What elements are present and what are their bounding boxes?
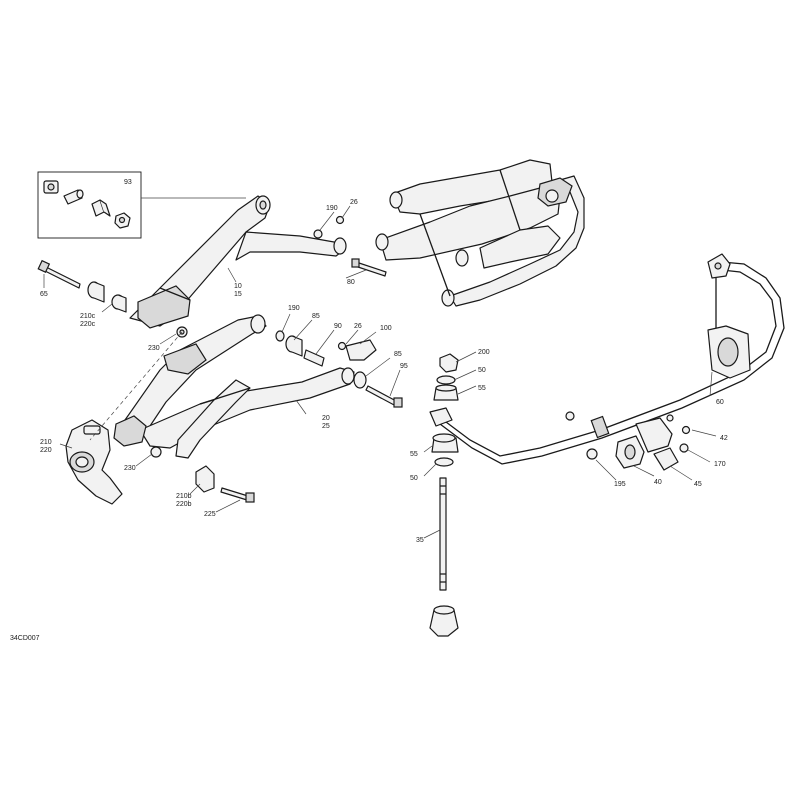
bolt-170-icon[interactable] (679, 443, 689, 453)
callout-210b: 210b (176, 493, 192, 500)
link-rod-35-icon[interactable] (439, 477, 447, 591)
bushing-220c-icon[interactable] (111, 294, 127, 313)
callout-95: 95 (400, 363, 408, 370)
callout-210c: 210c (80, 313, 96, 320)
callout-93: 93 (124, 179, 132, 186)
callout-225: 225 (204, 511, 216, 518)
callout-170: 170 (714, 461, 726, 468)
sleeve-90-icon[interactable] (303, 349, 325, 367)
bushing-icon[interactable] (63, 189, 84, 205)
callout-35: 35 (416, 537, 424, 544)
callout-55a: 55 (478, 385, 486, 392)
washer-190b-icon[interactable] (275, 330, 285, 342)
lower-a-arm[interactable] (113, 314, 355, 459)
callout-26a: 26 (350, 199, 358, 206)
nut-230b-icon[interactable] (150, 446, 162, 458)
callout-42: 42 (720, 435, 728, 442)
washer-60-icon[interactable] (565, 411, 575, 421)
callout-10: 10 (234, 283, 242, 290)
bracket-icon[interactable] (91, 199, 111, 217)
callout-85b: 85 (394, 351, 402, 358)
ball-joint-icon[interactable] (43, 180, 59, 194)
washer-50b-icon[interactable] (434, 457, 454, 467)
bushing-55a-icon[interactable] (433, 384, 459, 401)
callout-40: 40 (654, 479, 662, 486)
leader-lines (43, 205, 717, 539)
callout-220: 220 (40, 447, 52, 454)
clamp-45-icon[interactable] (635, 417, 679, 471)
nut-42-icon[interactable] (666, 414, 691, 435)
nut-195-icon[interactable] (586, 448, 598, 460)
callout-25: 25 (322, 423, 330, 430)
callout-190a: 190 (326, 205, 338, 212)
washer-190a-icon[interactable] (313, 229, 323, 239)
callout-195: 195 (614, 481, 626, 488)
knuckle[interactable] (65, 419, 123, 505)
bolt-95-icon[interactable] (365, 385, 403, 408)
callout-80: 80 (347, 279, 355, 286)
callout-60: 60 (716, 399, 724, 406)
bolt-65-icon[interactable] (37, 259, 81, 289)
bolt-80-icon[interactable] (351, 258, 387, 277)
callout-20: 20 (322, 415, 330, 422)
callout-90: 90 (334, 323, 342, 330)
nut-icon[interactable] (114, 212, 131, 229)
callout-190b: 190 (288, 305, 300, 312)
callout-15: 15 (234, 291, 242, 298)
callout-55b: 55 (410, 451, 418, 458)
callout-220b: 220b (176, 501, 192, 508)
callout-50a: 50 (478, 367, 486, 374)
bushing-lower-icon[interactable] (429, 605, 459, 637)
washer-50a-icon[interactable] (436, 375, 456, 385)
plate-100-icon[interactable] (345, 339, 377, 361)
bushing-210c-icon[interactable] (87, 281, 105, 303)
bushing-85b-icon[interactable] (353, 371, 367, 389)
callout-210: 210 (40, 439, 52, 446)
sway-bar-link-upper[interactable] (707, 253, 751, 379)
callout-labels: 93 190 26 65 80 10 15 210c 220c 230 190 … (40, 179, 728, 544)
bolt-225-icon[interactable] (220, 487, 255, 503)
nut-26b-icon[interactable] (337, 341, 347, 351)
callout-26b: 26 (354, 323, 362, 330)
callout-50b: 50 (410, 475, 418, 482)
callout-230b: 230 (124, 465, 136, 472)
bushing-55b-icon[interactable] (431, 433, 459, 453)
callout-220c: 220c (80, 321, 96, 328)
upper-a-arm[interactable] (129, 195, 347, 329)
diagram-reference: 34CD007 (10, 635, 40, 642)
nut-200-icon[interactable] (439, 353, 459, 373)
callout-65: 65 (40, 291, 48, 298)
callout-45: 45 (694, 481, 702, 488)
frame-assembly[interactable] (375, 159, 585, 307)
bushing-85a-icon[interactable] (285, 335, 303, 357)
bushing-210b-icon[interactable] (195, 465, 215, 493)
callout-100: 100 (380, 325, 392, 332)
detail-box-93 (37, 171, 246, 239)
callout-230a: 230 (148, 345, 160, 352)
bushing-40-icon[interactable] (615, 435, 645, 469)
callout-200: 200 (478, 349, 490, 356)
nut-26a-icon[interactable] (335, 215, 345, 225)
callout-85a: 85 (312, 313, 320, 320)
